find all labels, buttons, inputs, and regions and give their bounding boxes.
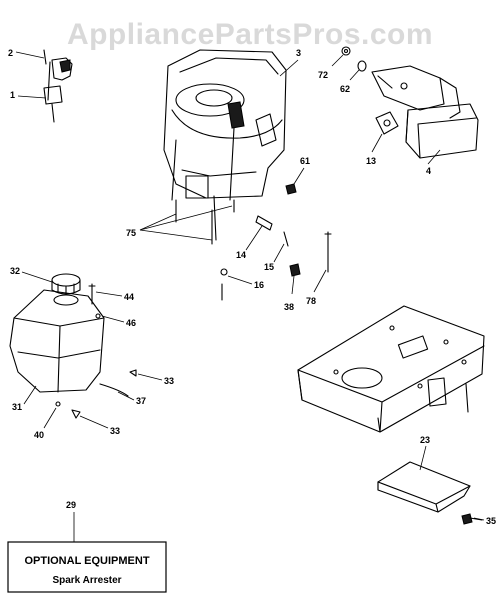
callout-46: 46 <box>126 318 136 328</box>
heat-shield-icon <box>377 461 471 513</box>
callout-13: 13 <box>366 156 376 166</box>
callout-78: 78 <box>306 296 316 306</box>
callout-16: 16 <box>254 280 264 290</box>
hose-clamp-icon <box>129 369 137 377</box>
callout-62: 62 <box>340 84 350 94</box>
callout-35: 35 <box>486 516 496 526</box>
callout-33-upper: 33 <box>164 376 174 386</box>
gasket-ring-icon <box>357 60 367 72</box>
fuel-cap-icon <box>51 273 81 295</box>
optional-equipment-title: OPTIONAL EQUIPMENT <box>24 555 149 567</box>
callout-3: 3 <box>296 48 301 58</box>
callout-38: 38 <box>284 302 294 312</box>
callout-23: 23 <box>420 435 430 445</box>
callout-37: 37 <box>136 396 146 406</box>
callout-75: 75 <box>126 228 136 238</box>
fuel-tank-icon <box>9 289 105 393</box>
throttle-control-icon <box>43 49 73 123</box>
callout-4: 4 <box>426 166 431 176</box>
optional-equipment-subtitle: Spark Arrester <box>52 575 121 586</box>
exhaust-gasket-icon <box>375 111 399 135</box>
engine-nut-icon <box>220 268 228 301</box>
screw-icon <box>461 513 483 525</box>
engine-icon <box>163 49 287 241</box>
callout-15: 15 <box>264 262 274 272</box>
spacer-icon <box>255 215 273 231</box>
callout-33-lower: 33 <box>110 426 120 436</box>
watermark: AppliancePartsPros.com <box>67 18 433 51</box>
callout-40: 40 <box>34 430 44 440</box>
washer-icon <box>283 231 289 247</box>
callout-32: 32 <box>10 266 20 276</box>
mounting-bolt-icon <box>175 199 235 245</box>
callout-2: 2 <box>8 48 13 58</box>
engine-bolt-icon <box>285 183 297 195</box>
tank-grommet-icon <box>55 401 61 407</box>
fuel-line-icon <box>99 383 129 397</box>
callout-1: 1 <box>10 90 15 100</box>
callout-29: 29 <box>66 500 76 510</box>
lock-washer-icon <box>289 263 301 277</box>
callout-61: 61 <box>300 156 310 166</box>
long-bolt-icon <box>324 231 332 273</box>
callout-14: 14 <box>236 250 246 260</box>
lock-nut-icon <box>341 46 351 56</box>
callout-31: 31 <box>12 402 22 412</box>
hose-clamp-lower-icon <box>71 409 81 419</box>
optional-equipment-box: OPTIONAL EQUIPMENT Spark Arrester <box>7 541 167 593</box>
fuel-bolt-icon <box>88 283 96 305</box>
fuel-clip-icon <box>95 313 101 319</box>
callout-72: 72 <box>318 70 328 80</box>
mounting-plate-icon <box>297 305 485 433</box>
muffler-icon <box>371 65 479 159</box>
callout-44: 44 <box>124 292 134 302</box>
